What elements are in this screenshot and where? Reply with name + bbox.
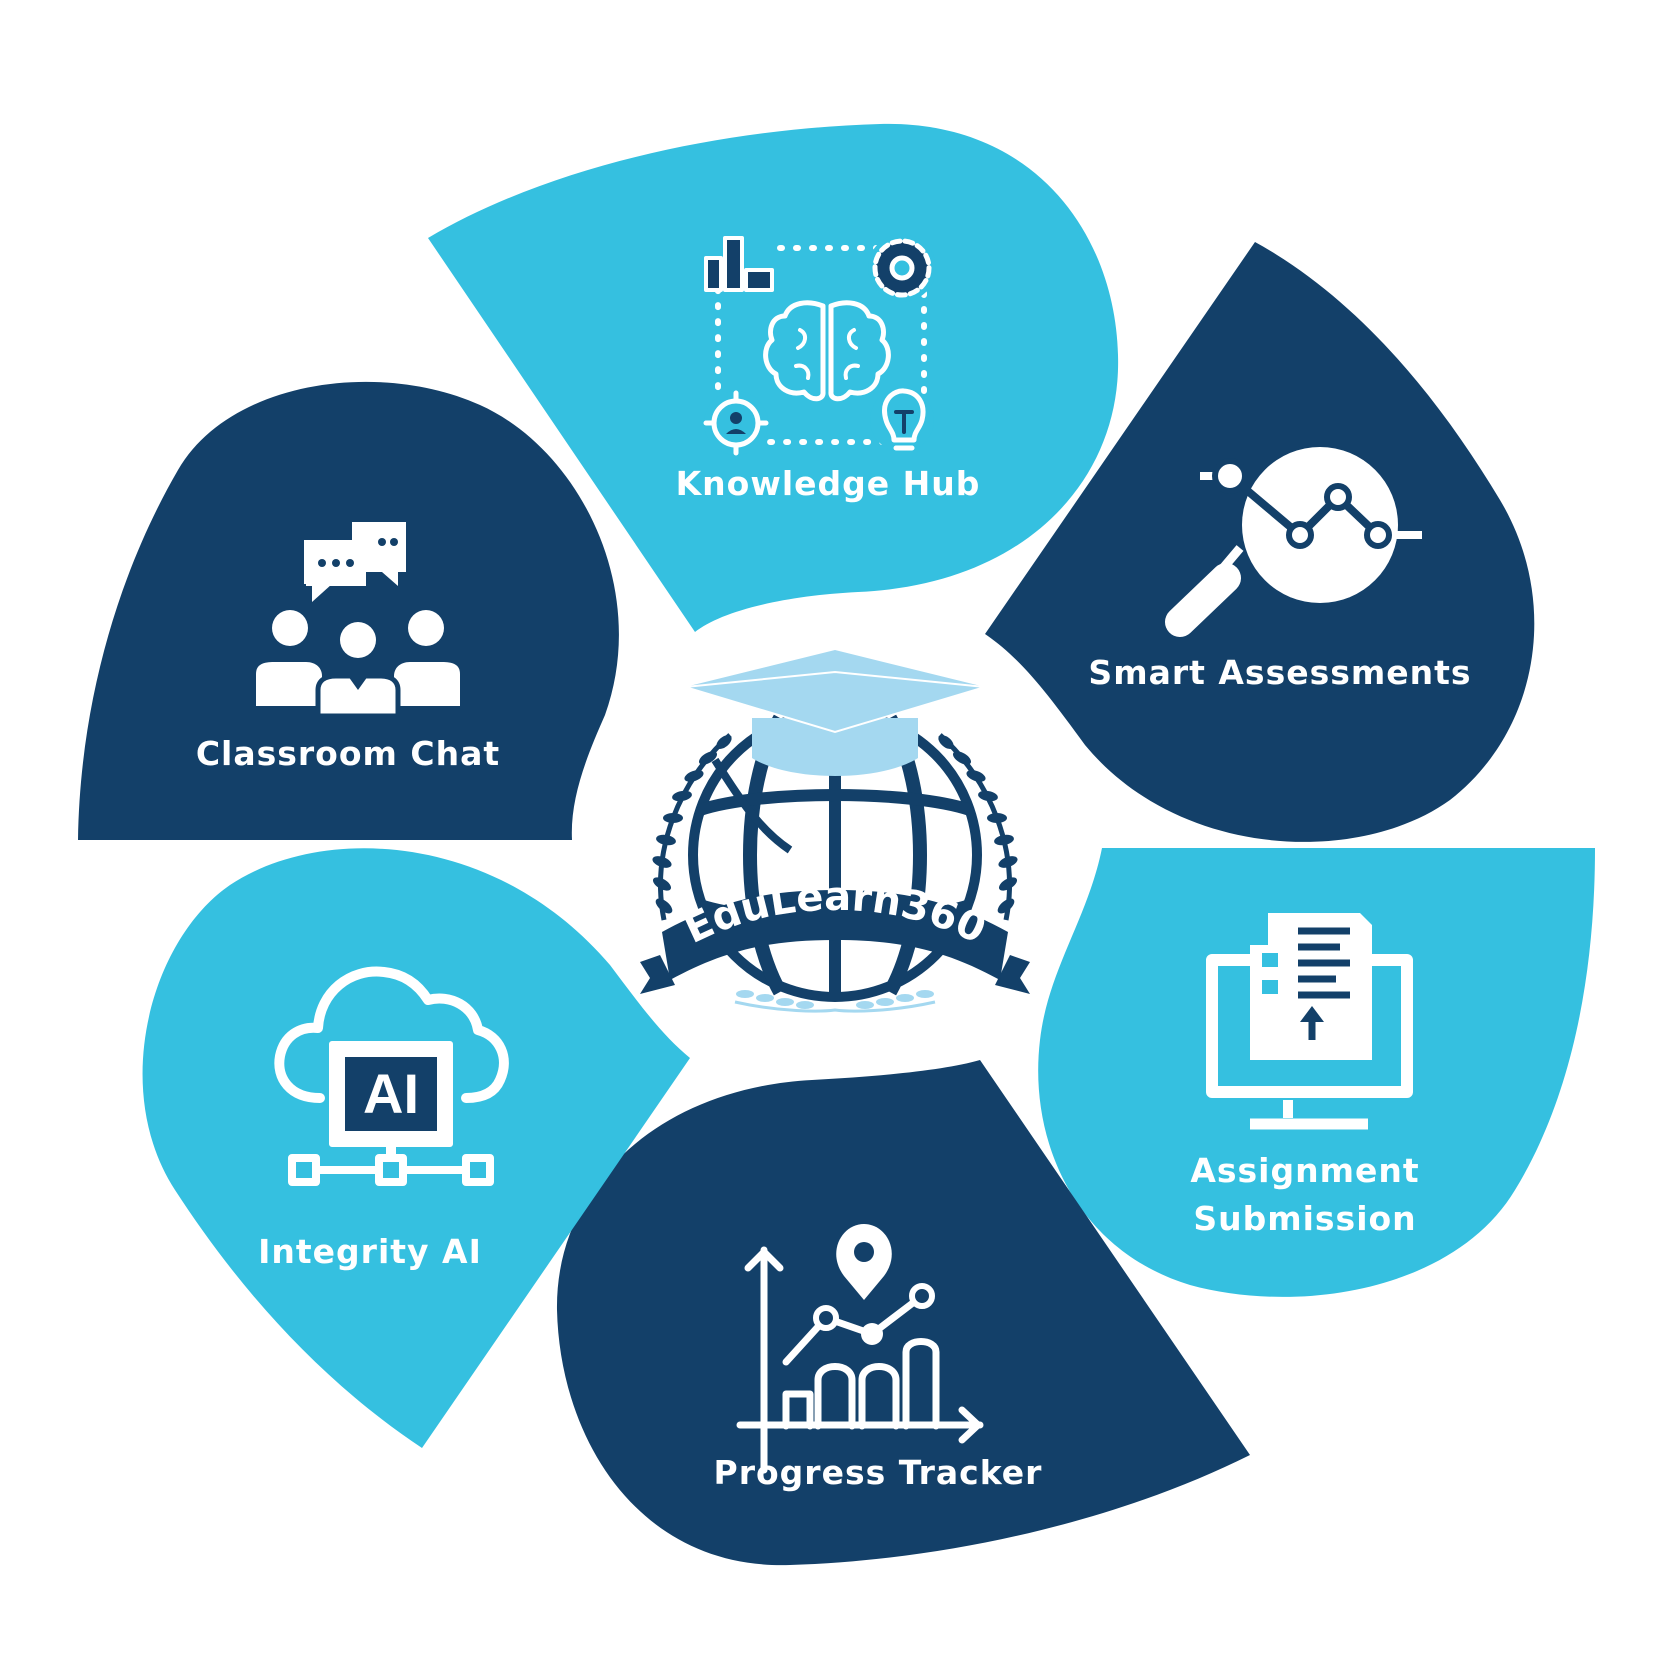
segment-classroom-chat: Classroom Chat — [78, 381, 619, 840]
segment-assignment-submission-label-line1: Assignment — [1190, 1151, 1419, 1190]
laurel-wreath-icon — [652, 733, 1018, 921]
segment-integrity-ai: AI Integrity AI — [142, 848, 691, 1448]
small-laurel-icon — [734, 990, 936, 1013]
segment-smart-assessments-label: Smart Assessments — [1088, 653, 1471, 692]
magnifier-chart-icon — [1165, 447, 1422, 637]
monitor-upload-icon — [1206, 913, 1413, 1130]
ai-cloud-icon — [274, 966, 509, 1186]
segment-assignment-submission-label-line2: Submission — [1193, 1199, 1416, 1238]
segment-assignment-submission-shape — [1038, 848, 1595, 1297]
ai-chip-text: AI — [363, 1062, 419, 1125]
brain-network-icon — [703, 232, 936, 456]
segment-classroom-chat-label: Classroom Chat — [196, 734, 500, 773]
segment-knowledge-hub-shape — [428, 123, 1119, 632]
segment-progress-tracker-label: Progress Tracker — [714, 1453, 1043, 1492]
group-chat-icon — [256, 522, 460, 719]
segment-classroom-chat-shape — [78, 381, 619, 840]
segment-knowledge-hub-label: Knowledge Hub — [676, 464, 981, 503]
segment-assignment-submission: Assignment Submission — [1038, 848, 1595, 1297]
segment-smart-assessments: Smart Assessments — [985, 242, 1535, 842]
segment-progress-tracker: Progress Tracker — [556, 1060, 1250, 1566]
segment-knowledge-hub: Knowledge Hub — [428, 123, 1119, 632]
graduation-cap-icon — [684, 650, 986, 776]
growth-chart-icon — [736, 1224, 984, 1474]
center-emblem: EduLearn360 — [640, 650, 1030, 1013]
segment-integrity-ai-shape — [142, 848, 691, 1448]
segment-integrity-ai-label: Integrity AI — [258, 1232, 482, 1271]
